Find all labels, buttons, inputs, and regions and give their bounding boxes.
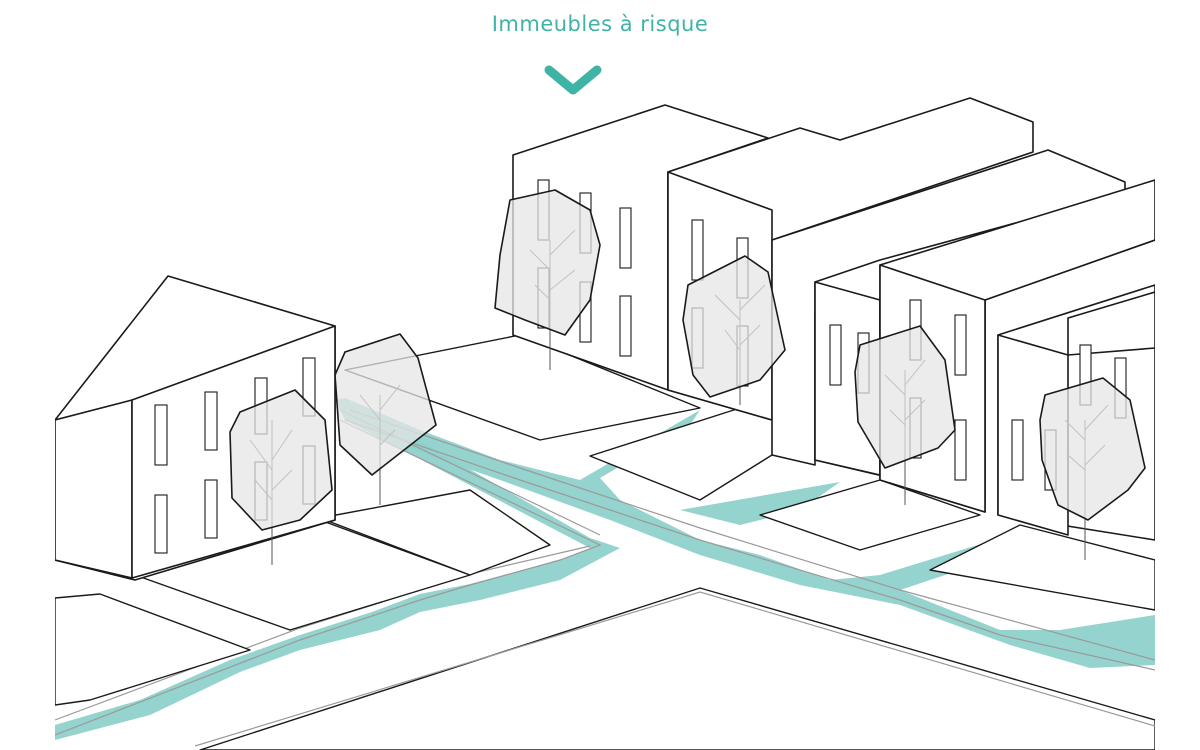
ground-plots <box>55 334 1155 750</box>
trees <box>229 189 1146 565</box>
chevron-down-icon <box>544 65 602 95</box>
header: Immeubles à risque <box>0 12 1200 36</box>
page-title: Immeubles à risque <box>491 12 709 36</box>
